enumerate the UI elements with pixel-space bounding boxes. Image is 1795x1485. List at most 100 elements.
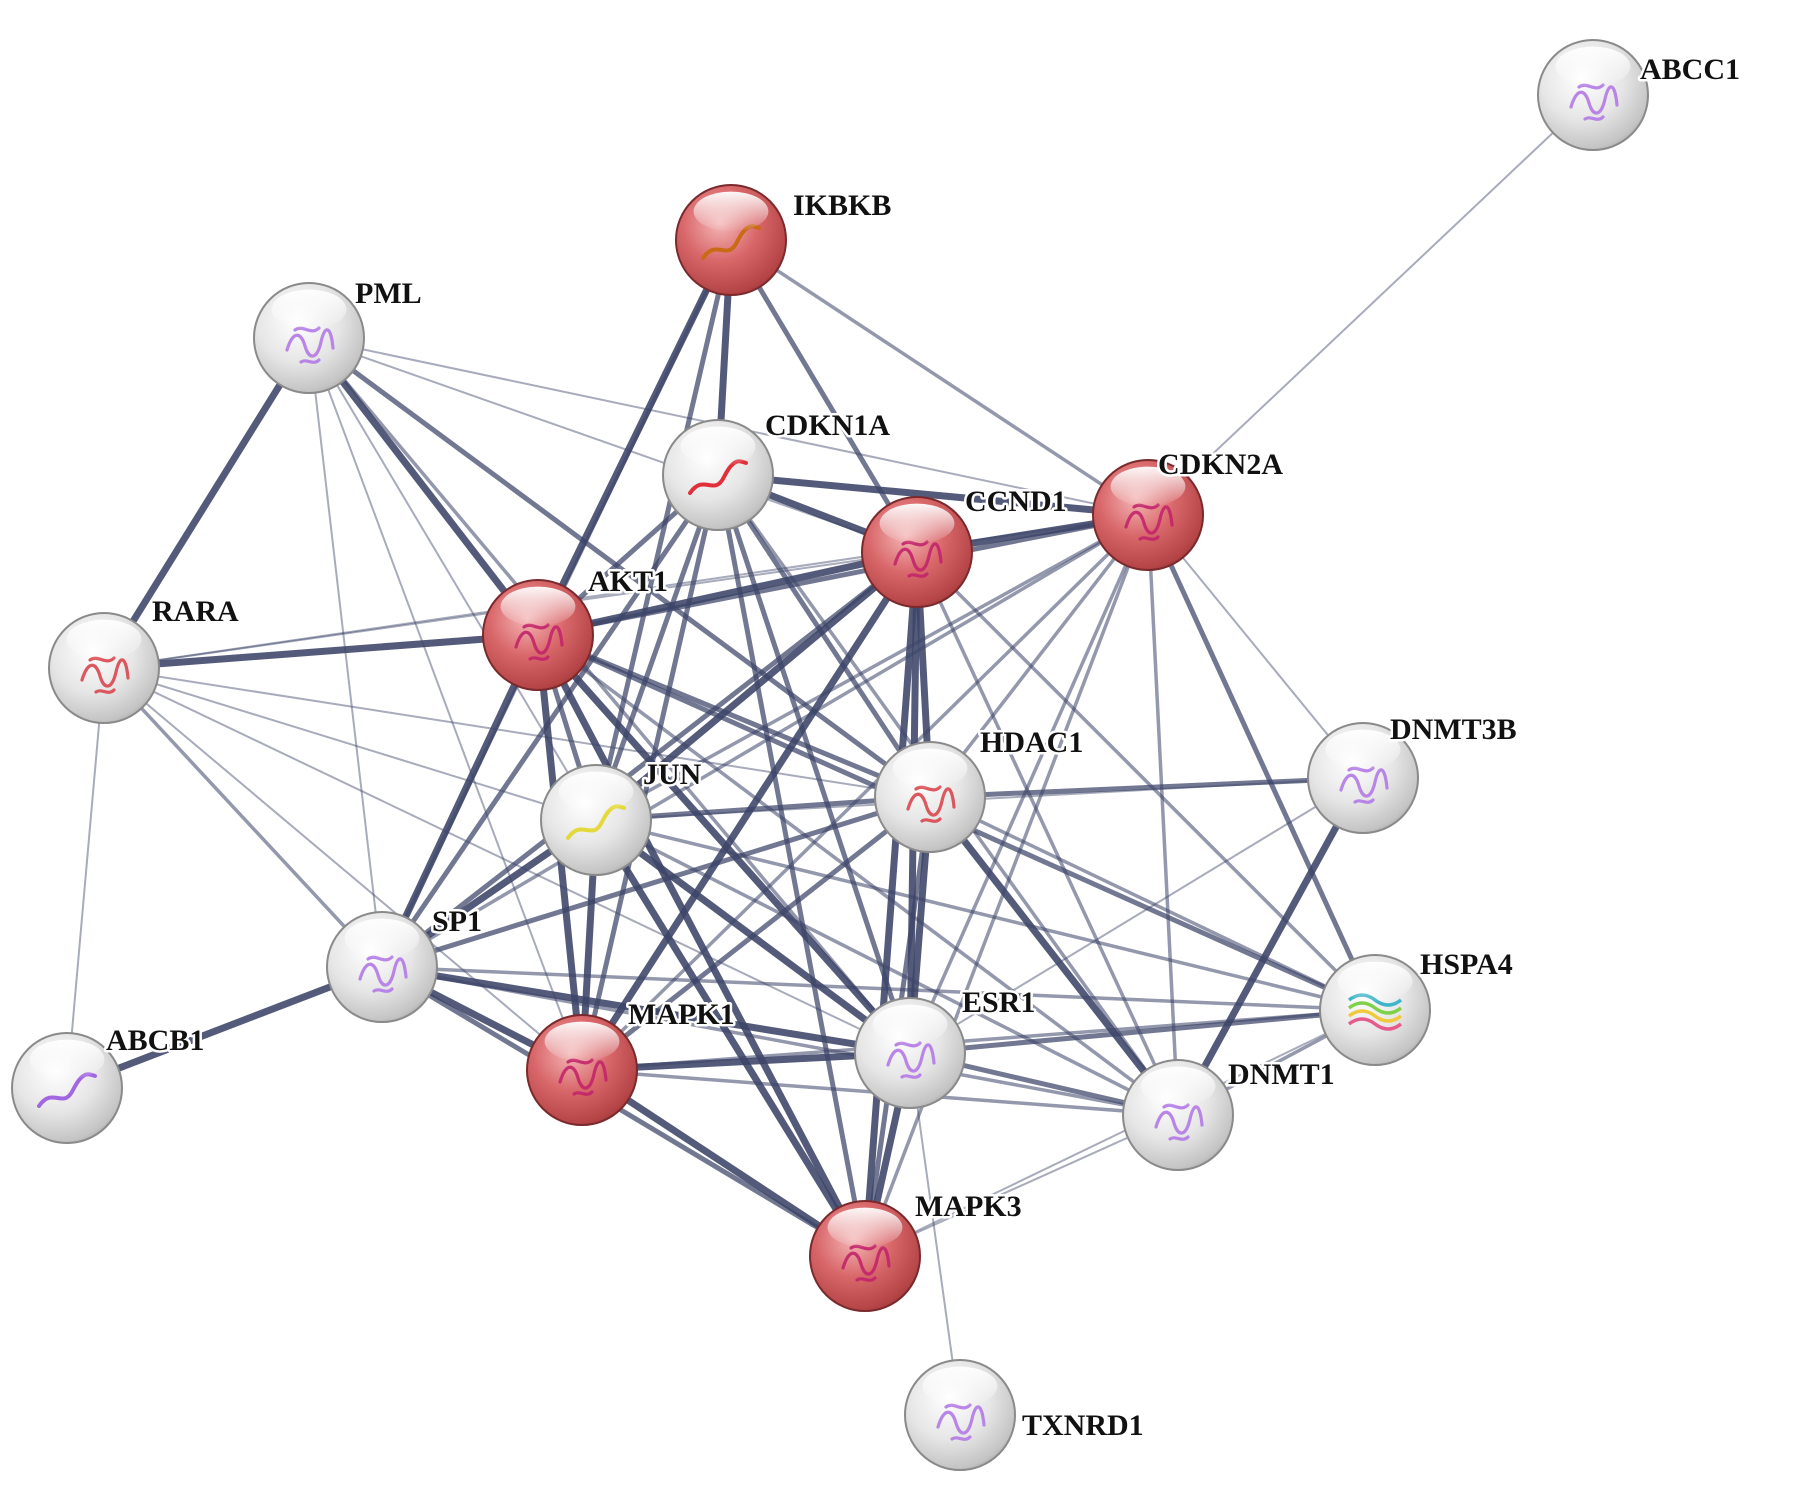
node-highlight [66,619,142,660]
edge-ikbkb-cdkn2a [729,238,1150,517]
node-abcc1[interactable] [1537,39,1649,151]
structure-ribbon-glyph [1347,1017,1403,1031]
edge-rara-hdac1 [103,667,931,798]
edge-ccnd1-mapk3 [861,548,921,1260]
edge-ccnd1-dnmt1 [915,550,1180,1117]
node-label-cdkn1a: CDKN1A [765,409,890,442]
node-layer [11,39,1649,1471]
node-highlight [1325,729,1401,770]
edge-cdkn2a-mapk3 [863,513,1150,1258]
edge-cdkn2a-dnmt3b [1147,514,1364,779]
node-ccnd1[interactable] [861,496,973,608]
node-highlight [693,191,769,232]
node-hdac1[interactable] [874,741,986,853]
edge-sp1-abcb1 [63,963,386,1092]
node-dnmt3b[interactable] [1307,722,1419,834]
node-label-sp1: SP1 [432,905,482,938]
edge-jun-hspa4 [594,818,1377,1012]
structure-protein-glyph [886,1041,936,1079]
edge-akt1-mapk3 [534,631,869,1260]
edge-jun-dnmt1 [594,818,1180,1117]
node-label-jun: JUN [643,758,702,791]
edge-rara-sp1 [102,666,384,969]
node-label-cdkn2a: CDKN2A [1158,448,1283,481]
edge-pml-jun [308,337,597,821]
node-akt1[interactable] [482,579,594,691]
node-dnmt1[interactable] [1122,1059,1234,1171]
edge-akt1-sp1 [378,631,542,971]
edge-cdkn1a-hdac1 [715,472,933,800]
node-label-dnmt3b: DNMT3B [1390,713,1517,746]
node-highlight [29,1039,105,1080]
node-label-hspa4: HSPA4 [1420,948,1513,981]
node-label-hdac1: HDAC1 [980,726,1083,759]
edge-ccnd1-jun [592,548,921,824]
edge-akt1-esr1 [534,631,914,1057]
edge-hdac1-dnmt1 [926,793,1182,1119]
edge-hdac1-sp1 [379,794,933,970]
structure-protein-glyph [285,326,335,364]
structure-protein-glyph [514,623,564,661]
structure-protein-glyph [1569,83,1619,121]
structure-protein-glyph [558,1058,608,1096]
node-label-esr1: ESR1 [962,986,1035,1019]
node-abcb1[interactable] [11,1032,123,1144]
edge-dnmt3b-esr1 [909,777,1364,1054]
edge-esr1-txnrd1 [909,1052,961,1416]
edge-akt1-dnmt1 [536,633,1180,1117]
edge-mapk1-mapk3 [578,1066,869,1260]
node-highlight [892,748,968,789]
edge-sp1-hspa4 [380,965,1377,1012]
edge-ikbkb-ccnd1 [728,237,920,555]
node-pml[interactable] [253,282,365,394]
node-label-akt1: AKT1 [588,565,668,598]
edge-hdac1-mapk1 [579,794,933,1073]
node-highlight [544,1021,620,1062]
edge-cdkn2a-esr1 [908,513,1150,1055]
node-hspa4[interactable] [1319,954,1431,1066]
node-rara[interactable] [48,612,160,724]
edge-dnmt3b-hdac1 [927,775,1366,800]
edge-rara-jun [103,667,597,821]
node-highlight [344,918,420,959]
edge-rara-esr1 [103,667,911,1054]
node-sp1[interactable] [326,911,438,1023]
node-jun[interactable] [540,764,652,876]
node-mapk1[interactable] [526,1014,638,1126]
edge-rara-abcb1 [66,667,105,1089]
edge-dnmt3b-dnmt1 [1174,774,1367,1119]
edge-dnmt1-mapk3 [864,1114,1179,1257]
edge-pml-rara [100,334,313,672]
node-mapk3[interactable] [809,1200,921,1312]
structure-protein-glyph [80,656,130,694]
node-label-ccnd1: CCND1 [965,485,1067,518]
edge-cdkn2a-dnmt1 [1146,513,1180,1117]
edge-layer [63,94,1594,1416]
node-esr1[interactable] [854,997,966,1109]
edge-sp1-mapk3 [379,964,868,1259]
node-highlight [879,503,955,544]
edge-cdkn2a-hdac1 [928,513,1150,799]
edge-cdkn2a-jun [594,513,1150,822]
node-cdkn2a[interactable] [1092,459,1204,571]
node-highlight [827,1207,903,1248]
node-label-mapk1: MAPK1 [628,998,735,1031]
node-highlight [872,1004,948,1045]
node-label-pml: PML [355,277,422,310]
edge-ccnd1-akt1 [534,548,921,639]
edge-sp1-dnmt1 [380,965,1180,1117]
edge-cdkn1a-cdkn2a [714,471,1152,519]
structure-protein-glyph [906,785,956,823]
structure-protein-glyph [936,1403,986,1441]
node-label-abcb1: ABCB1 [106,1024,204,1057]
node-label-mapk3: MAPK3 [915,1190,1022,1223]
structure-ribbon-glyph [1347,1001,1403,1015]
node-cdkn1a[interactable] [662,419,774,531]
edge-abcc1-cdkn2a [1147,94,1594,516]
node-label-abcc1: ABCC1 [1640,53,1740,86]
node-ikbkb[interactable] [675,184,787,296]
structure-protein-glyph [893,540,943,578]
node-txnrd1[interactable] [904,1359,1016,1471]
structure-protein-glyph [841,1244,891,1282]
